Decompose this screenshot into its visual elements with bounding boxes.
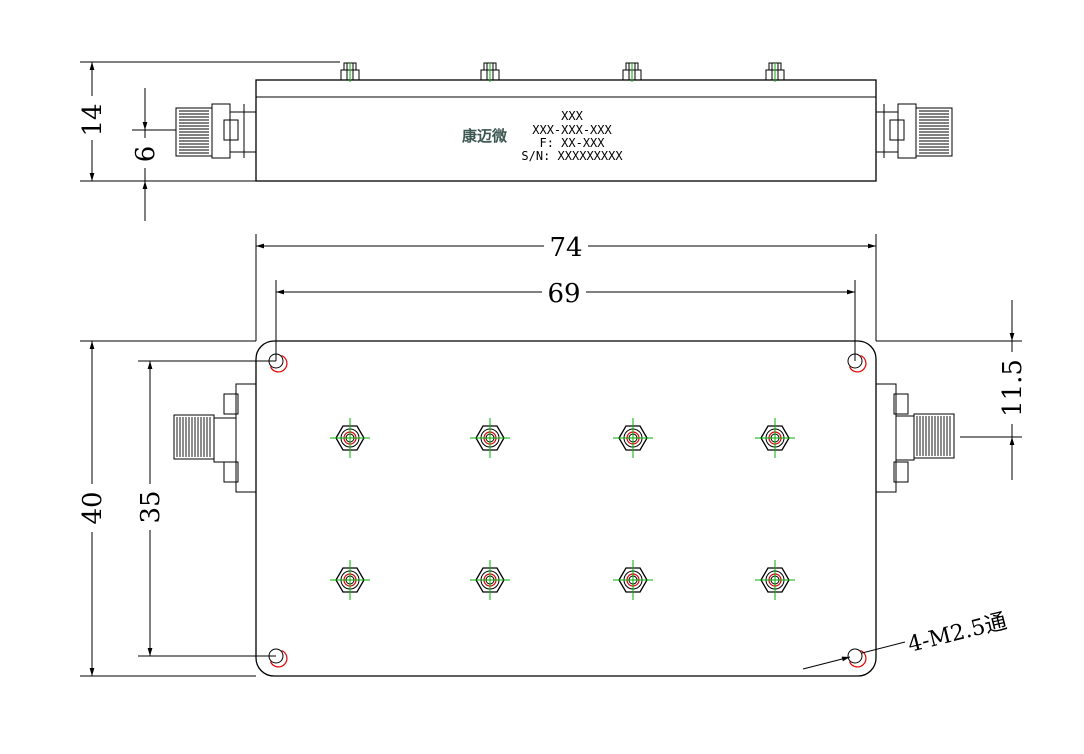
top-nut — [762, 62, 788, 83]
dim-connector-offset-text: 11.5 — [998, 359, 1028, 417]
dim-side-height: 14 — [78, 61, 340, 182]
dim-connector-height: 6 — [131, 88, 176, 221]
tuning-nut — [612, 559, 654, 601]
top-nut — [337, 62, 363, 83]
side-connector-right — [875, 103, 953, 159]
tuning-nut — [329, 559, 371, 601]
tuning-nut — [754, 417, 796, 459]
label-line4: S/N: XXXXXXXXX — [521, 149, 623, 163]
dim-side-height-text: 14 — [78, 103, 108, 136]
tuning-nut — [469, 417, 511, 459]
dim-overall-length: 74 — [255, 232, 877, 341]
side-connector-left — [175, 103, 257, 159]
product-label: 康迈微 XXX XXX-XXX-XXX F: XX-XXX S/N: XXXXX… — [462, 109, 623, 163]
mount-hole — [268, 353, 288, 373]
label-logo: 康迈微 — [462, 127, 508, 145]
dim-overall-length-text: 74 — [549, 233, 582, 263]
dim-hole-spacing-x: 69 — [275, 278, 856, 361]
mount-hole-callout-text: 4-M2.5通 — [905, 609, 1009, 658]
top-nut — [477, 62, 503, 83]
mount-hole — [268, 648, 288, 668]
dim-connector-height-text: 6 — [131, 146, 161, 163]
top-connector-left — [173, 383, 257, 493]
dim-connector-offset: 11.5 — [876, 300, 1028, 480]
top-view: 74 69 40 35 — [78, 232, 1028, 677]
dim-hole-spacing-y-text: 35 — [136, 490, 166, 523]
tuning-nut — [612, 417, 654, 459]
top-connector-right — [875, 383, 955, 493]
label-line1: XXX — [561, 109, 583, 123]
mount-hole — [847, 648, 867, 668]
tuning-nut — [469, 559, 511, 601]
tuning-nut — [754, 559, 796, 601]
dim-hole-spacing-x-text: 69 — [547, 279, 580, 309]
side-top-nuts — [337, 62, 788, 83]
side-view: 康迈微 XXX XXX-XXX-XXX F: XX-XXX S/N: XXXXX… — [78, 61, 953, 221]
tuning-nut — [329, 417, 371, 459]
mount-hole-callout: 4-M2.5通 — [802, 609, 1009, 670]
label-line2: XXX-XXX-XXX — [532, 123, 612, 137]
label-line3: F: XX-XXX — [539, 136, 605, 150]
top-nut — [619, 62, 645, 83]
mount-hole — [847, 353, 867, 373]
dim-overall-width-text: 40 — [78, 491, 108, 524]
dim-hole-spacing-y: 35 — [136, 360, 276, 657]
top-body — [255, 340, 877, 677]
dim-overall-width: 40 — [78, 340, 256, 677]
